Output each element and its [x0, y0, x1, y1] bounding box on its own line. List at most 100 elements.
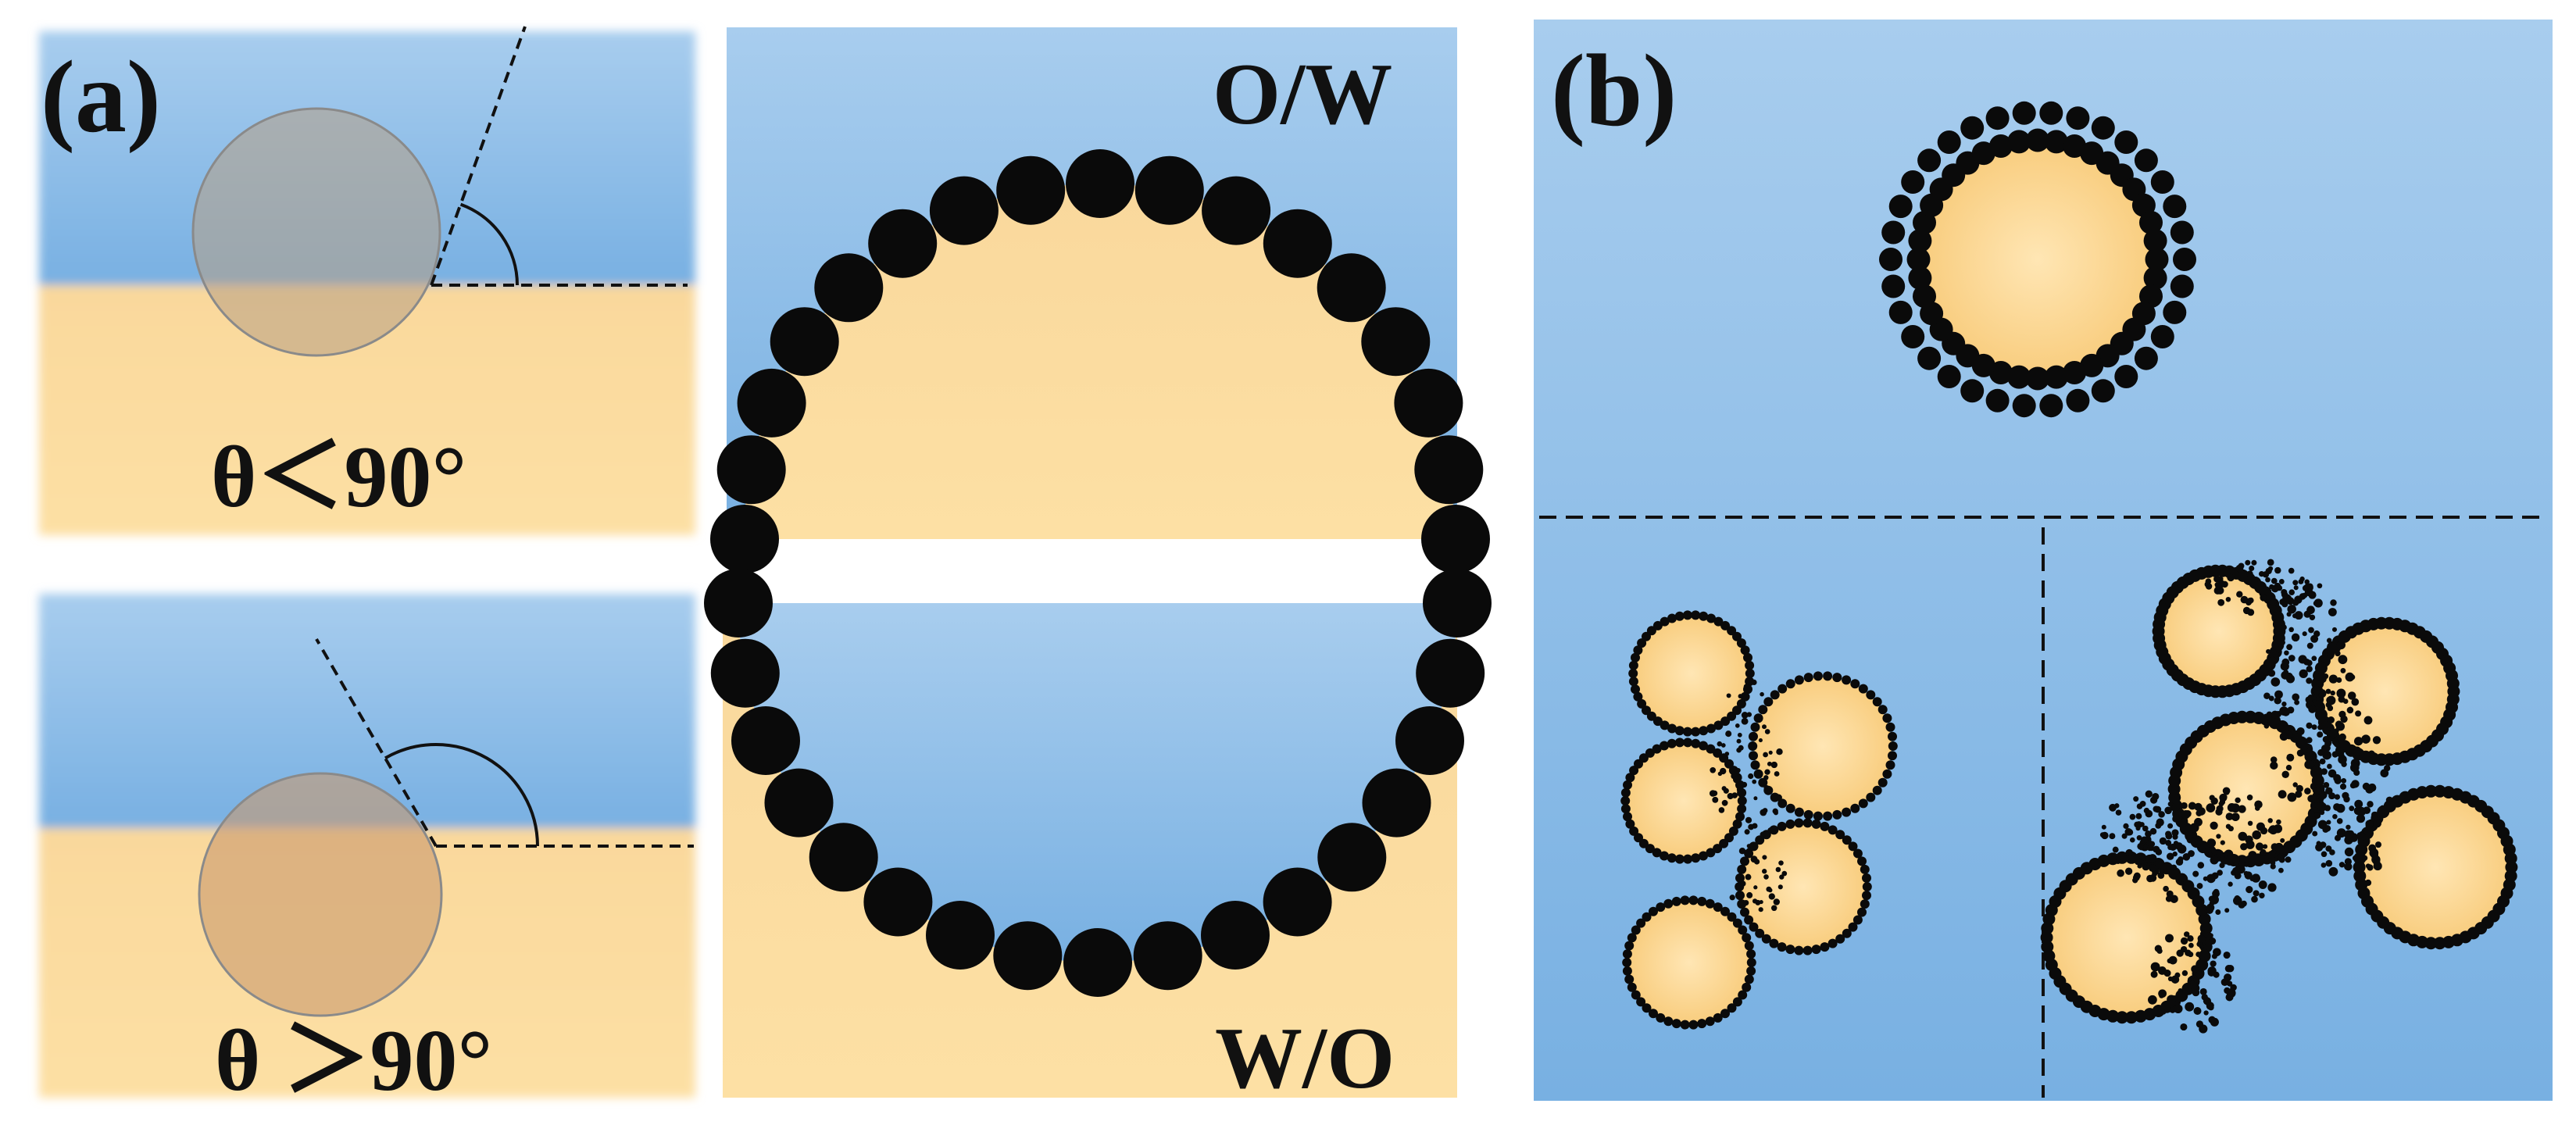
loose-particle [2252, 830, 2262, 840]
shell-particle [1660, 616, 1670, 627]
loose-particle [2326, 638, 2332, 644]
loose-particle [1720, 743, 1726, 748]
loose-particle [2207, 1004, 2214, 1011]
panel-label-b: (b) [1551, 33, 1677, 148]
loose-particle [2181, 970, 2188, 977]
loose-particle [2356, 814, 2366, 823]
loose-particle [2258, 855, 2267, 864]
loose-particle [2213, 888, 2220, 895]
angle-caption-small: θ＜90° [211, 429, 466, 526]
loose-particle [2135, 812, 2142, 820]
loose-particle [2172, 834, 2178, 840]
shell-particle [1738, 990, 1748, 1000]
loose-particle [2245, 559, 2251, 566]
loose-particle [1758, 738, 1763, 743]
shell-particle [1850, 679, 1860, 689]
loose-particle [2364, 879, 2372, 887]
shell-particle [1748, 741, 1758, 751]
loose-particle [2213, 587, 2222, 595]
loose-particle [2115, 809, 2122, 816]
shell-particle [1631, 925, 1641, 935]
loose-particle [2344, 847, 2354, 857]
loose-particle [2164, 806, 2172, 815]
loose-particle [2267, 850, 2276, 859]
shell-particle [1735, 891, 1745, 901]
loose-particle [2195, 952, 2202, 958]
shell-particle [1755, 835, 1765, 845]
shell-particle [1638, 753, 1649, 763]
loose-particle [2192, 988, 2200, 997]
wo-particle [1263, 867, 1332, 937]
loose-particle [2145, 790, 2153, 798]
loose-particle [1758, 907, 1763, 912]
loose-particle [2333, 645, 2341, 652]
shell-particle [1683, 738, 1693, 748]
loose-particle [1736, 738, 1742, 744]
shell-particle [1732, 997, 1742, 1007]
shell-particle [1727, 711, 1737, 721]
loose-particle [2189, 823, 2199, 833]
shell-particle [2116, 1011, 2128, 1024]
ow-particle [868, 209, 938, 278]
shell-particle [1750, 722, 1760, 732]
loose-particle [1762, 808, 1768, 813]
shell-particle [1682, 610, 1692, 620]
shell-particle [1842, 675, 1852, 685]
loose-particle [2251, 559, 2257, 566]
loose-particle [2272, 651, 2280, 658]
shell-particle [1674, 726, 1685, 736]
loose-particle [2140, 836, 2149, 844]
loose-particle [1736, 786, 1744, 794]
shell-particle [1691, 853, 1701, 863]
loose-particle [2326, 695, 2336, 705]
outer-shell-particle [1917, 148, 1942, 173]
shell-particle [1628, 660, 1638, 670]
outer-shell-particle [2114, 365, 2138, 388]
loose-particle [2157, 872, 2165, 879]
wo-particle [710, 638, 780, 708]
loose-particle [2302, 631, 2307, 637]
loose-particle [2351, 698, 2360, 706]
shell-particle [1646, 626, 1656, 636]
shell-particle [1853, 848, 1863, 859]
loose-particle [2210, 797, 2218, 805]
outer-shell-particle [1879, 248, 1903, 271]
loose-particle [1752, 898, 1758, 904]
loose-particle [2285, 674, 2296, 684]
loose-particle [2367, 750, 2375, 758]
shell-particle [2143, 266, 2167, 290]
wo-particle [1063, 928, 1132, 997]
loose-particle [2371, 811, 2379, 819]
loose-particle [2167, 995, 2176, 1005]
ow-particle-shell [710, 149, 1490, 573]
loose-particle [2299, 669, 2308, 679]
loose-particle [2271, 710, 2279, 719]
loose-particle [1750, 855, 1758, 863]
loose-particle [2270, 756, 2278, 763]
loose-particle [2347, 691, 2356, 700]
loose-particle [2225, 812, 2234, 821]
loose-particle [2263, 692, 2271, 699]
shell-particle [1785, 819, 1795, 829]
loose-particle [2129, 837, 2135, 843]
loose-particle [2270, 860, 2276, 866]
shell-particle [1706, 744, 1716, 754]
shell-particle [1625, 819, 1635, 829]
loose-particle [2342, 698, 2349, 704]
tangent-line [315, 638, 438, 848]
shell-particle [1749, 841, 1759, 852]
shell-particle [1835, 934, 1845, 944]
shell-particle [1888, 741, 1898, 751]
shell-particle [1720, 716, 1731, 727]
shell-particle [1706, 613, 1716, 623]
loose-particle [2171, 829, 2179, 837]
loose-particle [2338, 862, 2346, 868]
loose-particle [2221, 794, 2228, 800]
wo-particle [993, 921, 1063, 991]
shell-particle [1802, 818, 1813, 828]
loose-particle [2228, 826, 2234, 832]
wo-particle [1395, 706, 1464, 775]
loose-particle [2352, 855, 2359, 861]
loose-particle [2332, 813, 2338, 820]
loose-particle [2224, 790, 2230, 795]
